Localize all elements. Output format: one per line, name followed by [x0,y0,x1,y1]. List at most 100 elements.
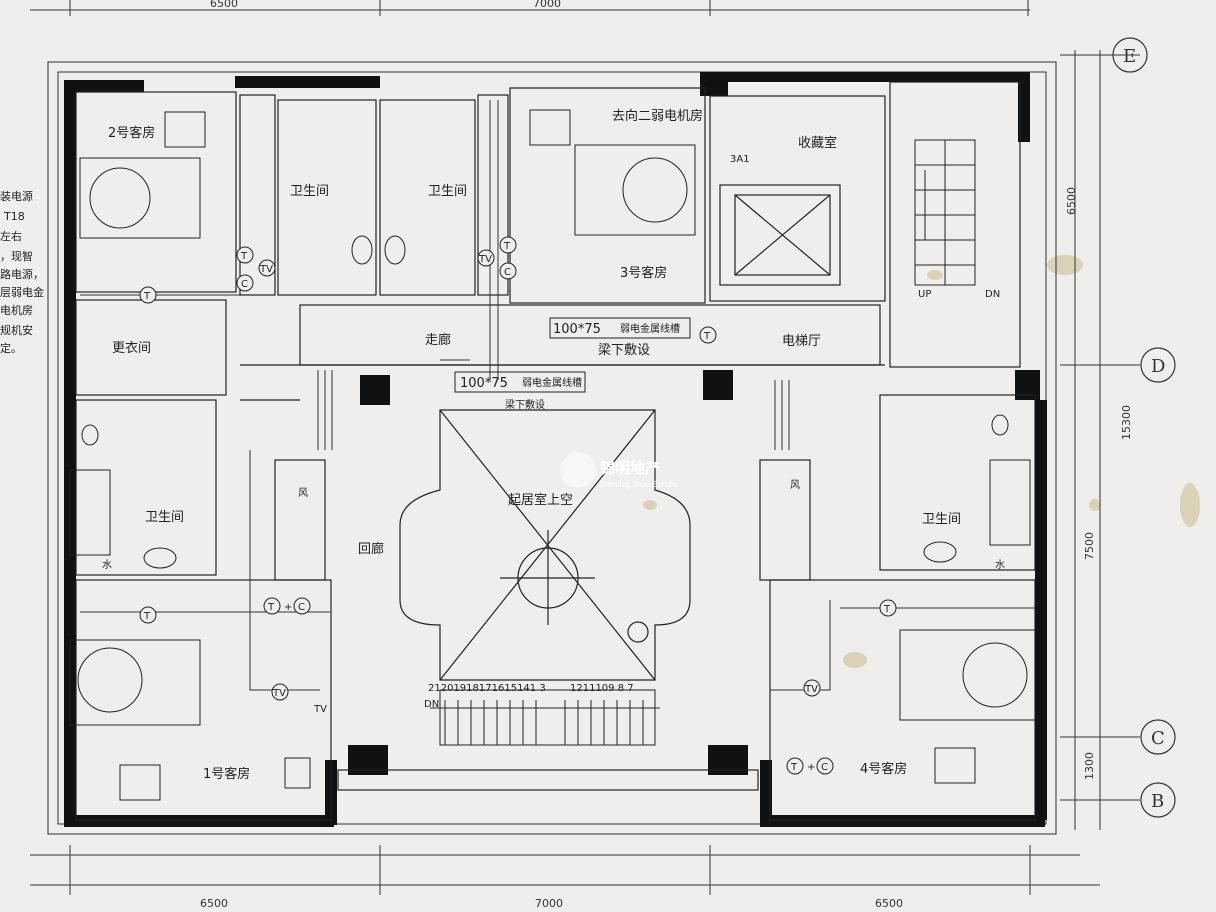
label-wind-right: 风 [790,479,800,491]
stair-step-numbers-right: 1211109 8 7 [570,683,634,694]
room-label-void: 起居室上空 [508,492,573,508]
svg-text:T: T [267,602,275,613]
main-stair [430,689,660,746]
outlet-symbol-tv-2: TV [477,249,495,267]
svg-text:TV: TV [478,254,492,265]
room-label-guest1: 1号客房 [203,766,250,782]
svg-text:D: D [1151,356,1165,377]
furniture [69,109,1036,801]
room-label-guest3: 3号客房 [620,265,667,281]
svg-text:C: C [504,267,511,278]
room-label-bath-right: 卫生间 [922,512,961,527]
outlet-symbol-tel-8: T [786,757,804,775]
svg-text:锦明地产: 锦明地产 [600,459,660,477]
svg-text:T: T [143,291,151,302]
outlet-symbol-tel-3: T [499,236,517,254]
room-label-guest2: 2号客房 [108,125,155,141]
svg-text:TV: TV [804,684,818,695]
svg-text:规机安: 规机安 [0,323,33,337]
bottom-dim-1: 6500 [200,897,228,910]
axis-bubble-e: E [1112,37,1148,73]
void-outline [399,409,691,681]
svg-text:T: T [143,611,151,622]
axis-bubble-d: D [1140,347,1176,383]
outlet-symbol-data-2: C [499,262,517,280]
interior-walls [75,81,1036,821]
outlet-symbol-data-4: C [816,757,834,775]
svg-text:Jinming Real Estate: Jinming Real Estate [599,480,678,489]
outlet-symbol-tv-3: TV [271,683,289,701]
right-dim-1: 6500 [1065,187,1078,215]
stair-step-numbers-left: 21201918171615141 3 [428,683,546,694]
outlet-symbol-tel-2: T [236,246,254,264]
svg-text:装电源: 装电源 [0,189,33,203]
upper-cable-tray: 100*75 弱电金属线槽 梁下敷设 [549,317,691,358]
outlet-symbol-data-3: C [293,597,311,615]
outlet-symbol-tel-6: T [263,597,281,615]
label-wind-left: 风 [298,487,308,499]
room-label-weak-room: 去向二弱电机房 [612,108,703,124]
building-outline [47,61,1057,835]
svg-text:梁下敷设: 梁下敷设 [598,343,650,358]
room-label-bath-b: 卫生间 [428,184,467,199]
label-water-left: 水 [102,559,112,571]
room-label-corridor: 走廊 [425,332,451,348]
outlet-symbol-tel-4: T [699,326,717,344]
main-stair-dn-label: DN [424,699,439,710]
outlet-symbol-data-1: C [236,274,254,292]
right-dim-2: 15300 [1120,405,1133,440]
room-label-bath-a: 卫生间 [290,184,329,199]
axis-bubble-b: B [1140,782,1176,818]
right-dim-4: 1300 [1083,752,1096,780]
svg-text:弱电金属线槽: 弱电金属线槽 [522,376,582,389]
svg-text:C: C [298,602,305,613]
svg-text:C: C [821,762,828,773]
svg-text:T: T [503,241,511,252]
bottom-dim-2: 7000 [535,897,563,910]
svg-text:T18: T18 [3,210,25,223]
small-tv-label-left: TV [313,704,327,715]
svg-text:电机房: 电机房 [0,303,33,317]
svg-text:路电源，: 路电源， [0,267,44,281]
top-dim-1: 6500 [210,0,238,10]
right-dimension-lines [1060,50,1140,830]
label-water-right: 水 [995,559,1005,571]
conduit-lines [80,100,1035,691]
svg-text:100*75: 100*75 [553,322,601,337]
outlet-plus-right: + [807,762,815,773]
room-label-collection: 收藏室 [798,135,837,151]
outlet-symbol-tel-1: T [139,286,157,304]
svg-text:T: T [883,604,891,615]
service-stair [914,139,976,286]
svg-text:T: T [790,762,798,773]
svg-text:E: E [1123,46,1136,67]
room-label-bath-left: 卫生间 [145,510,184,525]
exterior-walls [64,72,1047,827]
service-stair-up: UP [918,289,931,300]
top-dim-2: 7000 [533,0,561,10]
outlet-symbol-tv-1: TV [258,259,276,277]
svg-text:层弱电金: 层弱电金 [0,285,44,299]
room-label-elevator-hall: 电梯厅 [782,334,821,349]
svg-text:C: C [241,279,248,290]
svg-text:100*75: 100*75 [460,376,508,391]
svg-text:梁下敷设: 梁下敷设 [505,398,545,411]
svg-text:左右: 左右 [0,229,22,243]
svg-text:弱电金属线槽: 弱电金属线槽 [620,322,680,335]
bottom-dim-3: 6500 [875,897,903,910]
outlet-symbol-tv-4: TV [803,679,821,697]
svg-text:C: C [1151,728,1165,749]
outlet-plus-left: + [284,602,292,613]
svg-text:TV: TV [259,264,273,275]
svg-text:T: T [240,251,248,262]
room-label-guest4: 4号客房 [860,761,907,777]
room-label-dressing: 更衣间 [112,340,151,356]
axis-bubble-c: C [1140,719,1176,755]
label-shaft-3a1: 3A1 [730,154,750,165]
bottom-dimension-line [30,845,1100,895]
room-label-gallery: 回廊 [358,541,384,557]
svg-text:TV: TV [272,688,286,699]
outlet-symbol-tel-5: T [139,606,157,624]
svg-text:T: T [703,331,711,342]
